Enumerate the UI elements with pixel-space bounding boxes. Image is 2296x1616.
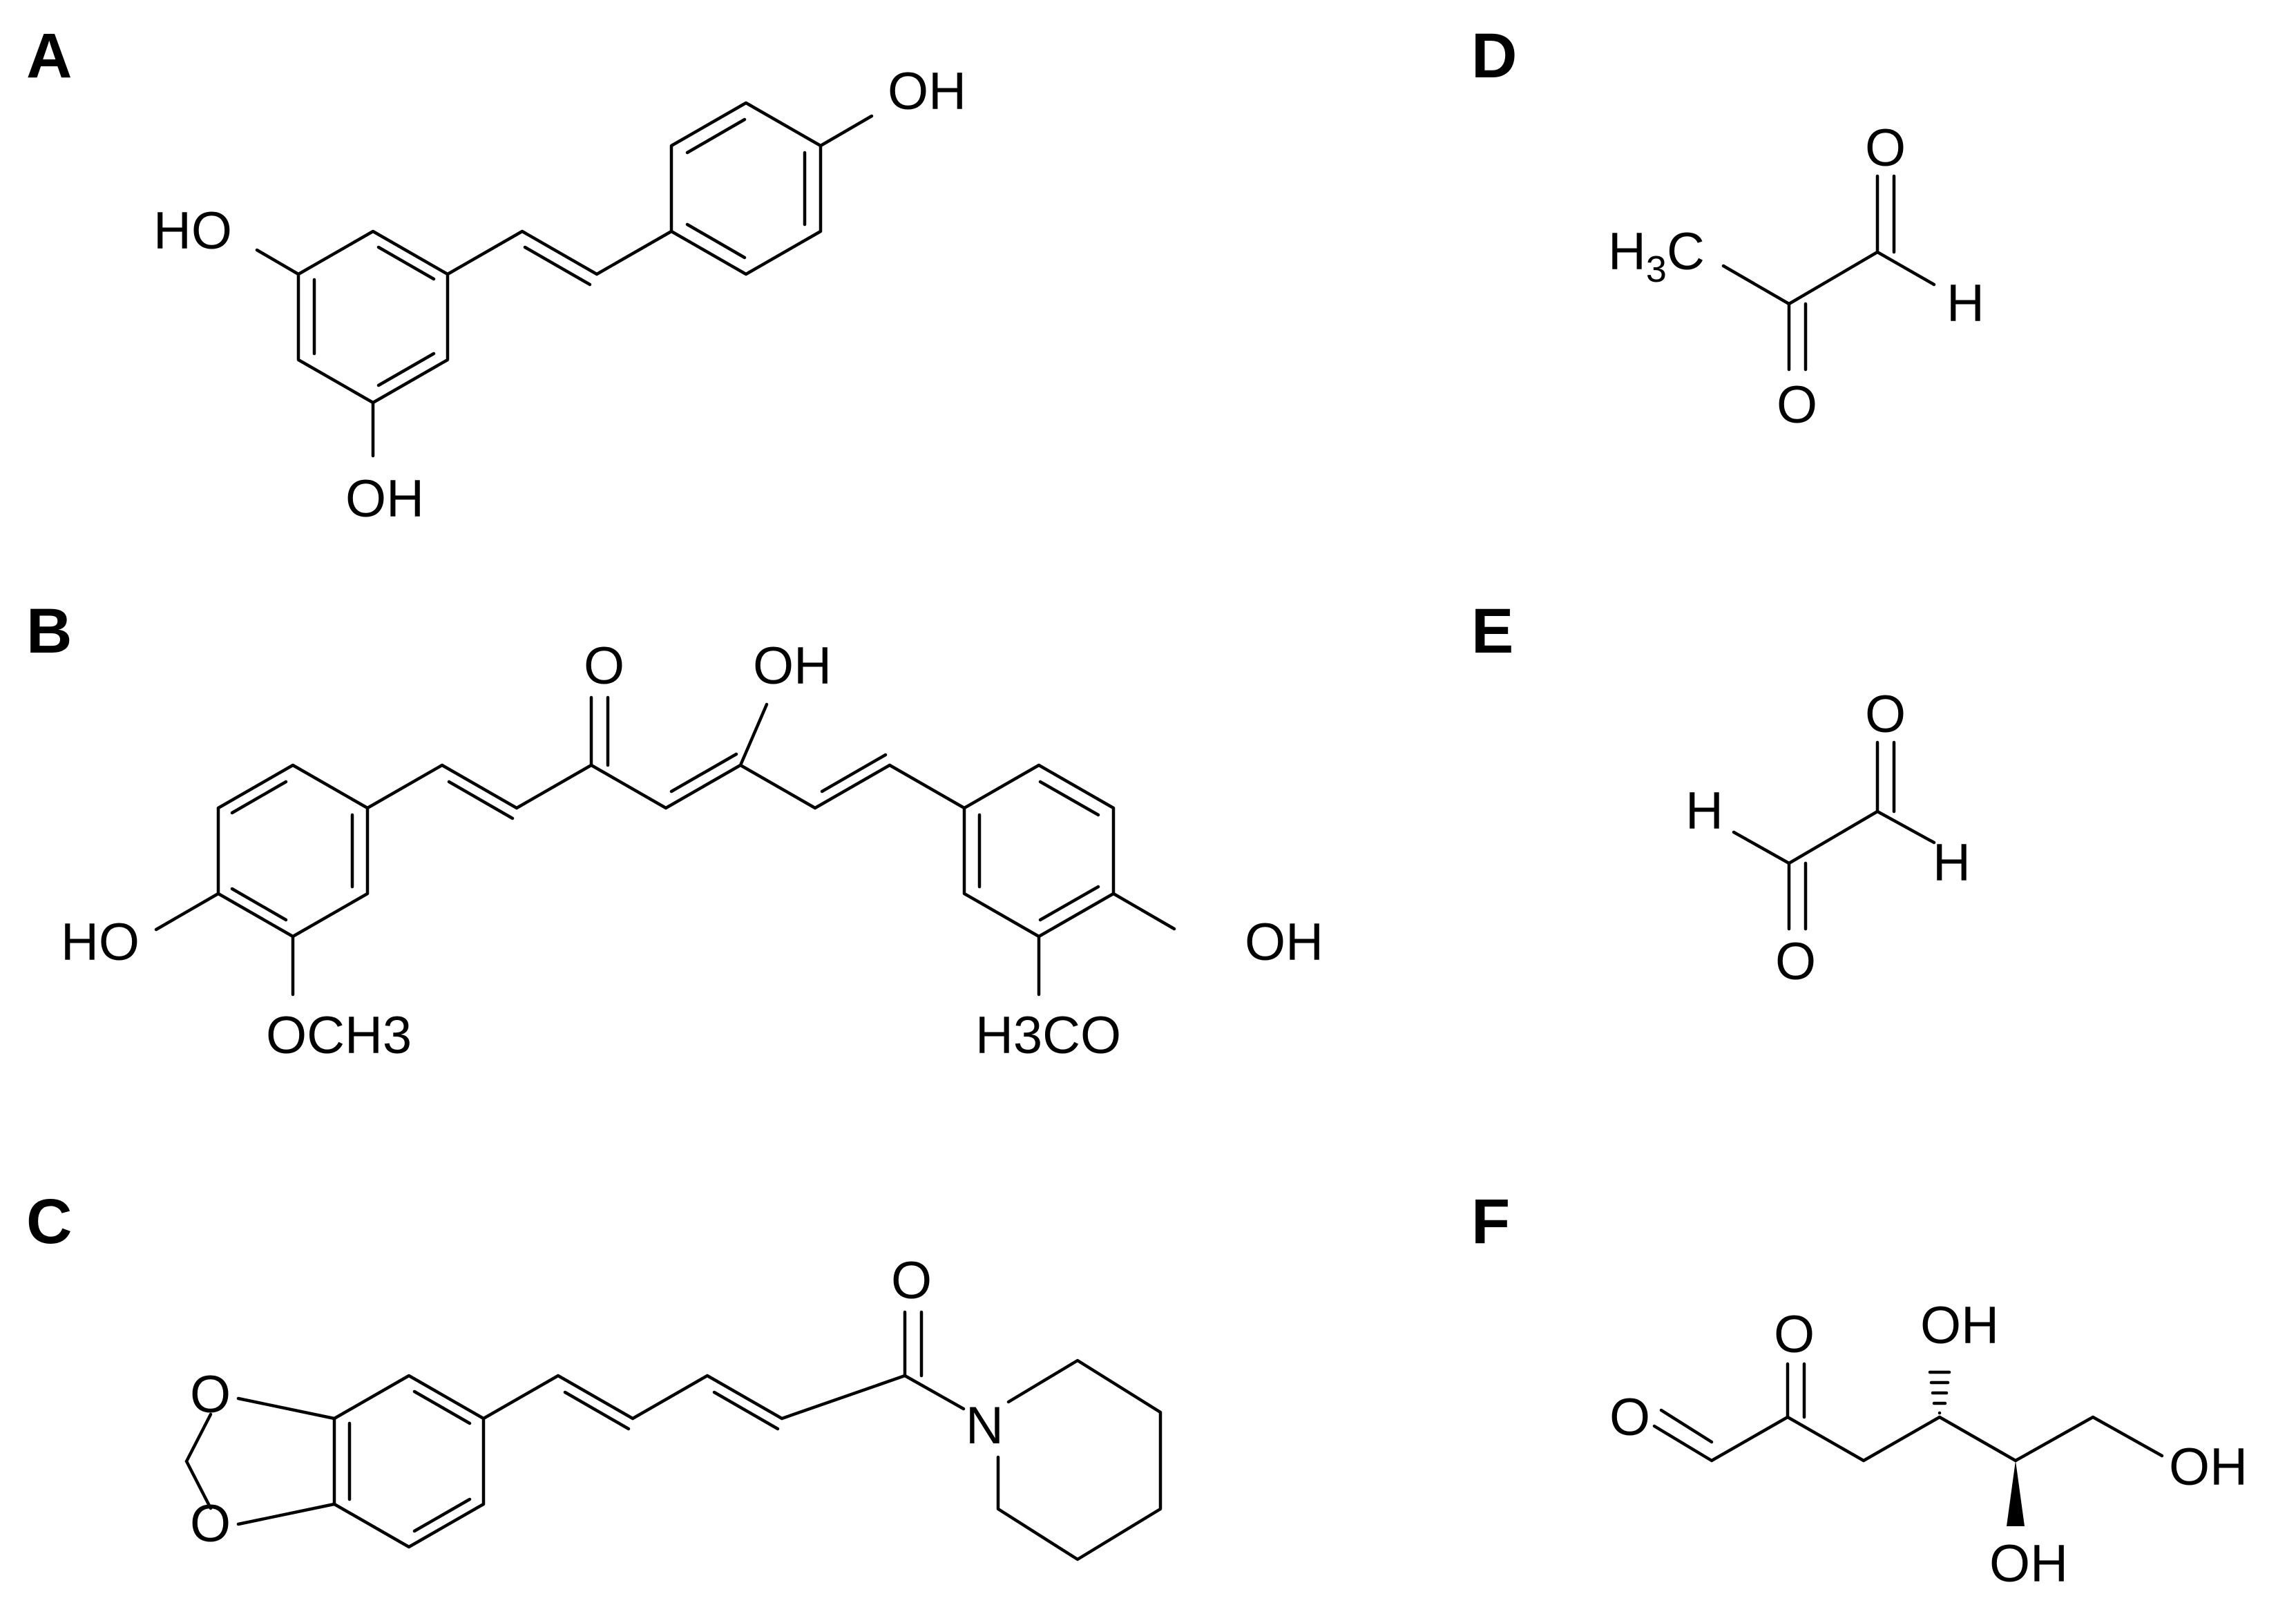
atom-c-o-ring-top: O [190,1365,231,1424]
atom-d-o-bottom: O [1777,376,1817,434]
atom-f-oh-bottom: OH [1989,1535,2068,1593]
atom-e-h-left: H [1685,782,1723,840]
atom-e-o-bottom: O [1775,932,1816,991]
molecule-b-bonds [154,695,1176,997]
molecule-f-bonds [1652,1362,2164,1463]
atom-f-oh-top: OH [1920,1296,1999,1355]
atom-c-o-ring-bottom: O [190,1494,231,1553]
molecule-a-bonds [255,101,874,458]
molecule-c-bonds [184,1310,1163,1561]
panel-c: C O N O [26,1186,1163,1561]
panel-label-e: E [1471,596,1513,666]
atom-b-oh-top: OH [753,637,832,695]
atom-d-h3c: H3C [1608,222,1705,290]
atom-c-o-carbonyl: O [891,1251,932,1310]
panel-d: D H3C O H O [1471,21,1984,434]
atom-b-ho-left: HO [61,913,140,972]
molecule-d-bonds [1721,174,1936,372]
panel-label-b: B [26,596,72,666]
atom-b-o: O [584,637,624,695]
atom-b-och3-left: OCH3 [266,1006,412,1065]
panel-label-f: F [1471,1186,1510,1257]
panel-label-d: D [1471,21,1517,91]
atom-e-h-right: H [1933,834,1971,892]
atom-b-oh-right: OH [1245,913,1323,972]
atom-f-o-aldehyde: O [1609,1388,1650,1447]
atom-a-oh-bottom: OH [345,470,424,528]
panel-b: B [26,596,1323,1065]
atom-f-oh-right: OH [2169,1438,2248,1497]
atom-a-ho-left: HO [153,202,232,260]
atom-d-o-top: O [1865,119,1906,177]
panel-f: F O O OH OH OH [1471,1186,2248,1593]
stereo-wedge [2007,1461,2025,1526]
atom-f-o-keto: O [1774,1305,1815,1364]
panel-a: A OH HO OH [26,21,966,528]
molecule-e-bonds [1732,740,1936,931]
panel-label-c: C [26,1186,72,1257]
panel-e: E O H H O [1471,596,1971,991]
atom-e-o-top: O [1865,685,1906,744]
atom-b-h3co-right: H3CO [975,1006,1121,1065]
atom-c-n: N [966,1396,1004,1455]
atom-a-oh-top: OH [888,62,966,121]
panel-label-a: A [26,21,72,91]
atom-d-h: H [1946,274,1984,333]
